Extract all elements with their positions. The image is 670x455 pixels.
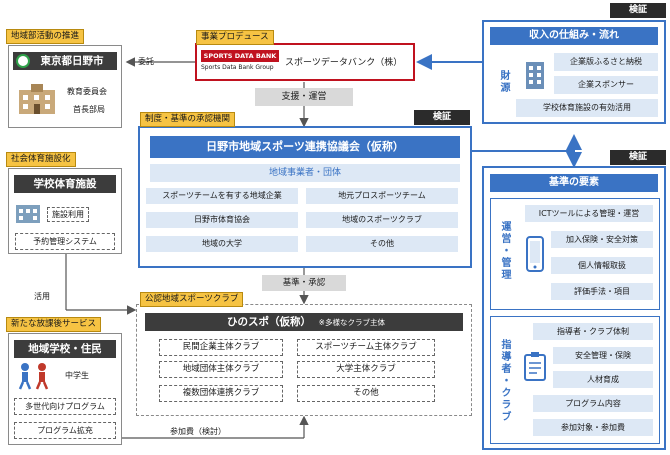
reservation-system-label: 予約管理システム [15,233,115,250]
school-facility-title: 学校体育施設 [14,175,116,193]
criteria-item: 参加対象・参加費 [533,419,653,436]
shucho-bukyoku-label: 首長部局 [73,105,105,114]
criteria-group-shidosha: 指導者・クラブ 指導者・クラブ体制 安全管理・保険 人材育成 プログラム内容 参… [490,316,660,444]
tag-seido-kijun: 制度・基準の承認機関 [140,112,236,127]
tag-chiiki-bukatsudo: 地域部活動の推進 [6,29,85,44]
hino-emblem-icon [16,54,30,68]
unei-kanri-label: 運営・管理 [499,221,510,281]
criteria-item: 加入保険・安全対策 [551,231,653,248]
tag-shakai-taiiku: 社会体育施設化 [6,152,76,167]
council-title: 日野市地域スポーツ連携協議会（仮称） [150,136,460,158]
kensho-badge-criteria: 検証 [610,150,666,165]
tag-konin-club: 公認地域スポーツクラブ [140,292,244,307]
income-box: 収入の仕組み・流れ 財源 企業版ふるさと納税 企業スポンサー 学校体育施設の有効… [482,20,666,124]
club-type-item: 民間企業主体クラブ [159,339,283,356]
council-subtitle: 地域事業者・団体 [150,164,460,182]
kensho-badge-income: 検証 [610,3,666,18]
tasedai-program-label: 多世代向けプログラム [14,398,116,415]
students-walking-icon [18,363,49,390]
criteria-item: 人材育成 [553,371,653,388]
sdb-logo: SPORTS DATA BANK [201,50,279,62]
zaigen-label: 財源 [498,70,509,94]
club-title: ひのスポ（仮称） [227,316,311,328]
kensho-badge-center: 検証 [414,110,470,125]
kyoiku-iinkai-label: 教育委員会 [67,87,107,96]
kijun-shonin-label: 基準・承認 [262,275,346,291]
criteria-item: ICTツールによる管理・運営 [525,205,653,222]
criteria-group-unei: 運営・管理 ICTツールによる管理・運営 加入保険・安全対策 個人情報取扱 評価… [490,198,660,310]
criteria-item: 個人情報取扱 [551,257,653,274]
criteria-item: プログラム内容 [533,395,653,412]
criteria-item: 安全管理・保険 [553,347,653,364]
council-member: 日野市体育協会 [146,212,298,228]
criteria-item: 指導者・クラブ体制 [533,323,653,340]
club-box: ひのスポ（仮称） ※多様なクラブ主体 民間企業主体クラブ 地域団体主体クラブ 複… [136,304,472,416]
sdb-company-name: スポーツデータバンク（株） [285,58,403,68]
club-type-item: 地域団体主体クラブ [159,361,283,378]
shidosha-club-label: 指導者・クラブ [499,339,510,423]
club-title-bar: ひのスポ（仮称） ※多様なクラブ主体 [145,313,463,331]
criteria-item: 評価手法・項目 [551,283,653,300]
sankahi-label: 参加費（検討） [170,426,226,437]
criteria-title: 基準の要素 [490,174,658,192]
facility-use-label: 施設利用 [47,207,89,222]
shien-unei-label: 支援・運営 [255,88,353,106]
school-resident-title: 地域学校・住民 [14,340,116,358]
income-item: 企業版ふるさと納税 [554,53,658,71]
program-kakuju-label: プログラム拡充 [14,422,116,439]
club-type-item: 大学主体クラブ [297,361,435,378]
tag-houkago-service: 新たな放課後サービス [6,317,102,332]
council-box: 日野市地域スポーツ連携協議会（仮称） 地域事業者・団体 スポーツチームを有する地… [138,126,472,268]
council-member: 地域の大学 [146,236,298,252]
club-type-item: その他 [297,385,435,402]
income-item: 学校体育施設の有効活用 [516,99,658,117]
katsuyo-label: 活用 [34,291,50,302]
sdb-logo-sub: Sports Data Bank Group [201,64,274,71]
club-type-item: 複数団体連携クラブ [159,385,283,402]
city-hall-icon [19,84,55,114]
club-title-note: ※多様なクラブ主体 [318,318,385,327]
school-facility-box: 学校体育施設 施設利用 予約管理システム [8,168,122,254]
hino-city-title: 東京都日野市 [13,52,117,70]
clipboard-icon [524,352,546,381]
office-building-icon [526,62,544,89]
criteria-box: 基準の要素 運営・管理 ICTツールによる管理・運営 加入保険・安全対策 個人情… [482,166,666,450]
council-member: 地元プロスポーツチーム [306,188,458,204]
income-item: 企業スポンサー [554,76,658,94]
hino-city-box: 東京都日野市 教育委員会 首長部局 [8,45,122,128]
income-title: 収入の仕組み・流れ [490,27,658,45]
club-type-item: スポーツチーム主体クラブ [297,339,435,356]
smartphone-icon [526,236,544,272]
council-member: 地域のスポーツクラブ [306,212,458,228]
council-member: その他 [306,236,458,252]
school-resident-box: 地域学校・住民 中学生 多世代向けプログラム プログラム拡充 [8,333,122,445]
school-building-icon [16,205,40,223]
tag-jigyo-produce: 事業プロデュース [196,30,274,45]
sports-data-bank-box: SPORTS DATA BANK Sports Data Bank Group … [195,43,415,81]
itaku-label: 委託 [138,57,154,66]
chugakusei-label: 中学生 [65,371,89,380]
council-member: スポーツチームを有する地域企業 [146,188,298,204]
